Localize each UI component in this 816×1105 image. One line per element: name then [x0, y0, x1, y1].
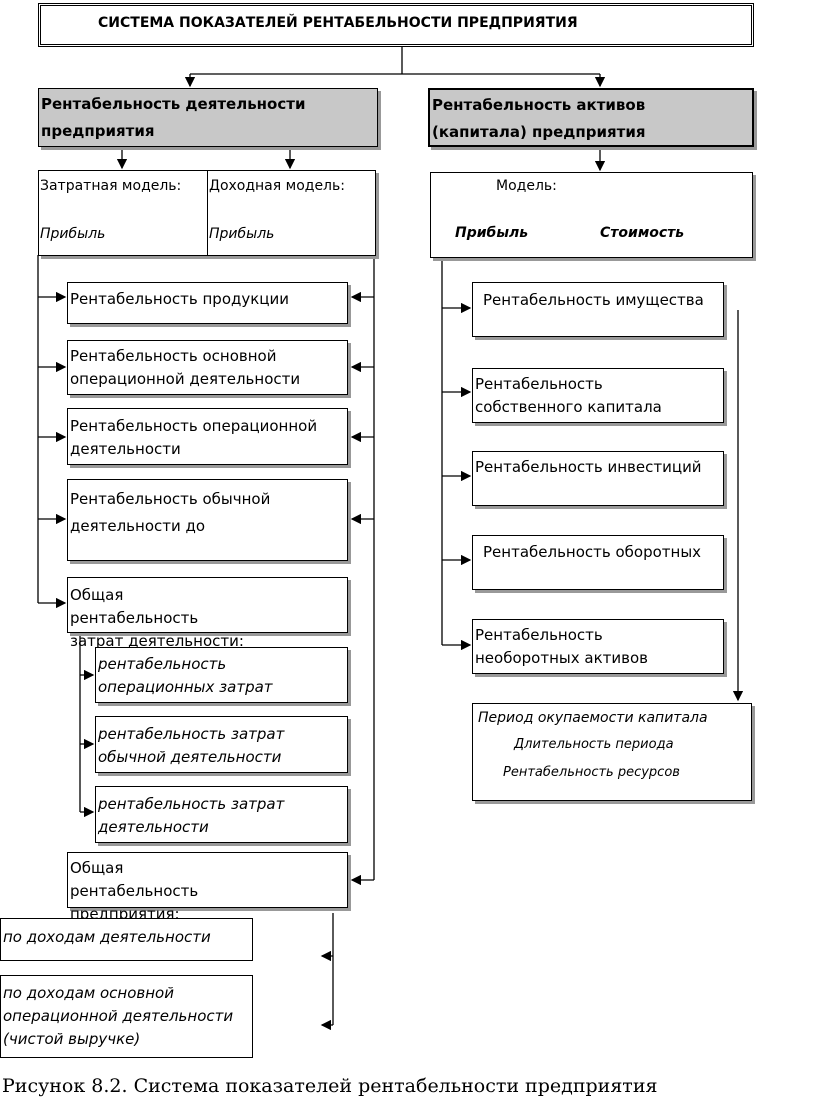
right-item: Рентабельность необоротных активов — [472, 619, 724, 674]
payback-numerator: Длительность периода — [514, 737, 674, 752]
left-item: Рентабельность продукции — [67, 282, 348, 324]
caption: Рисунок 8.2. Система показателей рентабе… — [2, 1075, 658, 1097]
payback-box — [472, 703, 752, 801]
left-item: Рентабельность основной операционной дея… — [67, 340, 348, 395]
cost-model-numerator: Прибыль — [40, 226, 106, 242]
right-item: Рентабельность собственного капитала — [472, 368, 724, 423]
sub-item: рентабельность затрат обычной деятельнос… — [95, 716, 348, 773]
right-item: Рентабельность имущества — [472, 282, 724, 337]
payback-title: Период окупаемости капитала — [478, 710, 708, 726]
right-item: Рентабельность инвестиций — [472, 451, 724, 506]
bottom-item: по доходам деятельности — [0, 918, 253, 961]
cost-model-label: Затратная модель: — [40, 178, 182, 194]
asset-model-left: Прибыль — [455, 225, 529, 241]
sub-item: рентабельность операционных затрат — [95, 647, 348, 703]
asset-model-label: Модель: — [496, 178, 557, 194]
total-profitability: Общая рентабельность предприятия: — [67, 852, 348, 923]
asset-model-right: Стоимость — [600, 225, 685, 241]
right-header: Рентабельность активов (капитала) предпр… — [428, 88, 754, 147]
left-item: Общая рентабельность затрат деятельности… — [67, 577, 348, 650]
title-box: СИСТЕМА ПОКАЗАТЕЛЕЙ РЕНТАБЕЛЬНОСТИ ПРЕДП… — [38, 3, 754, 47]
left-item: Рентабельность операционной деятельности — [67, 408, 348, 465]
bottom-item: по доходам основной операционной деятель… — [0, 975, 253, 1058]
right-item: Рентабельность оборотных — [472, 535, 724, 590]
model-box-right — [430, 172, 753, 258]
income-model-label: Доходная модель: — [209, 178, 345, 194]
income-model-numerator: Прибыль — [209, 226, 275, 242]
left-header: Рентабельность деятельности предприятия — [38, 88, 378, 147]
payback-denominator: Рентабельность ресурсов — [503, 765, 680, 780]
sub-item: рентабельность затрат деятельности — [95, 786, 348, 843]
left-item: Рентабельность обычной деятельности до — [67, 479, 348, 561]
